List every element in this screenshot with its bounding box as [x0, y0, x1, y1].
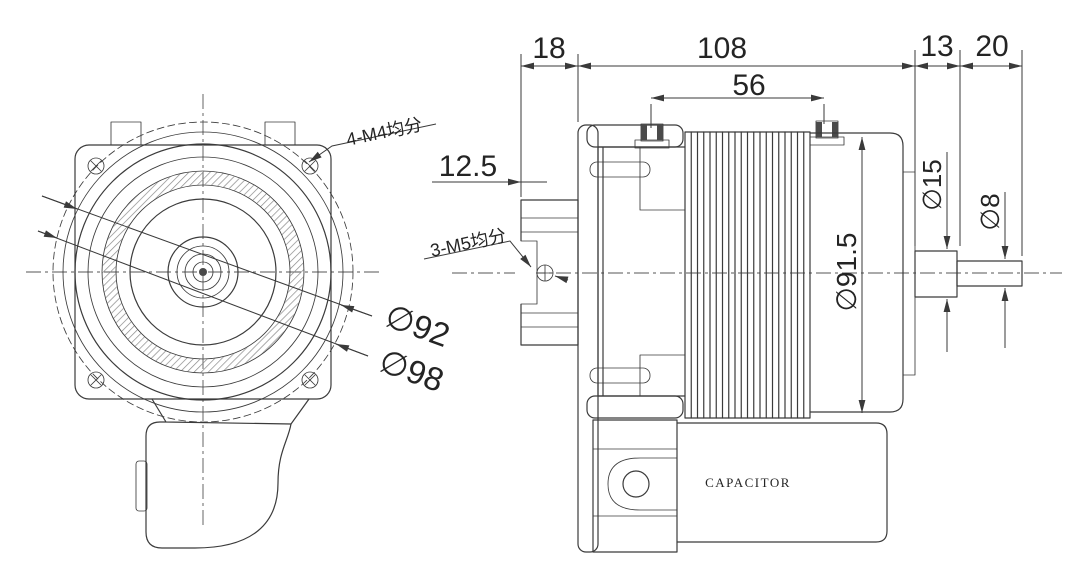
- flange-tab-right: [264, 121, 296, 146]
- screw-top-right: [301, 157, 319, 175]
- screw-bottom-left: [87, 371, 105, 389]
- terminal-block: [515, 199, 579, 346]
- callout-label-3m5: 3-M5均分: [428, 225, 507, 261]
- dim-label-dia91-5: ∅91.5: [831, 233, 862, 312]
- screw-bottom-right: [301, 371, 319, 389]
- through-bolt-rear: [809, 120, 845, 146]
- dim-label-56: 56: [732, 69, 765, 102]
- rear-collar: [902, 171, 916, 376]
- bracket-pad: [607, 457, 678, 511]
- callout-label-4m4: 4-M4均分: [344, 114, 423, 150]
- capacitor-box: CAPACITOR: [676, 422, 888, 543]
- capacitor-label: CAPACITOR: [705, 475, 791, 490]
- front-mounting-plate: [577, 124, 599, 553]
- dim-label-18: 18: [532, 32, 565, 65]
- diameter-leaders: [37, 195, 373, 357]
- shaft-center: [199, 268, 207, 276]
- dim-label-13: 13: [920, 30, 953, 63]
- capacitor-bracket: [592, 419, 678, 553]
- flange-tab-left: [110, 121, 142, 146]
- dim-label-20: 20: [975, 30, 1008, 63]
- stator-hatch-ring: [102, 171, 304, 373]
- bolt-callout-leader: [308, 123, 437, 163]
- dim-label-dia15: ∅15: [917, 159, 947, 211]
- capacitor-front-tab: [135, 460, 148, 512]
- shaft: [956, 260, 1023, 287]
- bracket-hole: [622, 470, 650, 498]
- through-bolt-front: [634, 123, 670, 149]
- dim-label-dia8: ∅8: [975, 193, 1005, 230]
- capacitor-front-outline: [135, 398, 310, 549]
- m5-screw: [536, 264, 554, 282]
- lead-wire-top: [589, 161, 651, 178]
- mounting-flange: [74, 144, 332, 400]
- lead-wire-bottom: [589, 367, 651, 384]
- extension-lines: [520, 50, 1023, 256]
- shaft-boss: [914, 250, 958, 298]
- stator-fins: [684, 131, 811, 419]
- screw-top-left: [87, 157, 105, 175]
- side-view: CAPACITOR: [452, 120, 1062, 553]
- front-end-bell: [586, 124, 686, 419]
- dim-label-12-5: 12.5: [439, 150, 497, 183]
- dim-label-108: 108: [697, 32, 747, 65]
- front-view: ∅92 ∅98 4-M4均分: [26, 94, 455, 549]
- screw-callout-leader: [423, 240, 532, 268]
